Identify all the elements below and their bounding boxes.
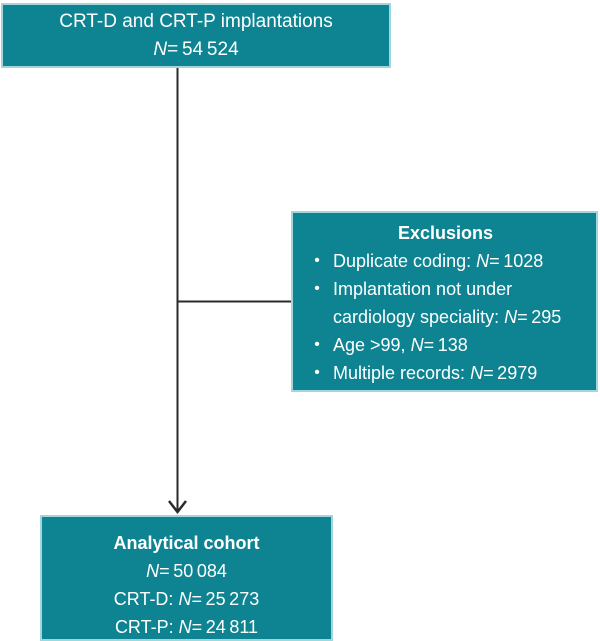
cohort-value: = 24 811 xyxy=(191,617,259,637)
cohort-value: = 50 084 xyxy=(159,561,227,581)
cohort-pre: CRT-D: xyxy=(113,589,179,609)
exclusion-pre: Age >99, xyxy=(333,335,411,355)
cohort-pre: CRT-P: xyxy=(114,617,179,637)
exclusion-item: • Duplicate coding: N= 1028 xyxy=(301,247,590,275)
exclusion-post: = 1028 xyxy=(489,251,544,271)
n-symbol: N xyxy=(504,307,518,327)
cohort-line: N= 50 084 xyxy=(42,557,331,585)
cohort-line: CRT-P: N= 24 811 xyxy=(42,613,331,641)
exclusion-pre: Implantation not under cardiology specia… xyxy=(333,279,513,327)
top-box-title: CRT-D and CRT-P implantations xyxy=(59,11,333,32)
exclusion-post: = 295 xyxy=(517,307,562,327)
analytical-cohort-title: Analytical cohort xyxy=(113,533,260,553)
exclusion-text: Multiple records: N= 2979 xyxy=(333,359,590,387)
bullet-icon: • xyxy=(314,336,320,353)
n-symbol: N xyxy=(153,39,168,60)
exclusion-pre: Multiple records: xyxy=(333,363,471,383)
top-box-count: N= 54 524 xyxy=(3,36,389,64)
n-symbol: N xyxy=(476,251,490,271)
n-symbol: N xyxy=(178,589,192,609)
n-symbol: N xyxy=(470,363,484,383)
bullet-icon: • xyxy=(314,280,320,297)
exclusion-post: = 2979 xyxy=(483,363,538,383)
top-box-implantations: CRT-D and CRT-P implantations N= 54 524 xyxy=(1,3,391,68)
n-symbol: N xyxy=(146,561,160,581)
n-symbol: N xyxy=(178,617,192,637)
exclusion-item: • Multiple records: N= 2979 xyxy=(301,359,590,387)
n-value: = 54 524 xyxy=(167,39,239,60)
analytical-cohort-box: Analytical cohort N= 50 084 CRT-D: N= 25… xyxy=(40,515,333,641)
exclusion-text: Duplicate coding: N= 1028 xyxy=(333,247,590,275)
cohort-line: CRT-D: N= 25 273 xyxy=(42,585,331,613)
exclusion-pre: Duplicate coding: xyxy=(333,251,477,271)
exclusion-item: • Implantation not under cardiology spec… xyxy=(301,275,590,331)
bullet-icon: • xyxy=(314,364,320,381)
n-symbol: N xyxy=(410,335,424,355)
exclusion-text: Implantation not under cardiology specia… xyxy=(333,275,590,331)
cohort-value: = 25 273 xyxy=(191,589,260,609)
bullet-icon: • xyxy=(314,252,320,269)
exclusion-post: = 138 xyxy=(423,335,468,355)
exclusion-item: • Age >99, N= 138 xyxy=(301,331,590,359)
exclusions-box: Exclusions • Duplicate coding: N= 1028 •… xyxy=(291,211,598,392)
arrowhead-icon xyxy=(168,500,187,515)
exclusions-title: Exclusions xyxy=(397,223,494,243)
exclusion-text: Age >99, N= 138 xyxy=(333,331,590,359)
